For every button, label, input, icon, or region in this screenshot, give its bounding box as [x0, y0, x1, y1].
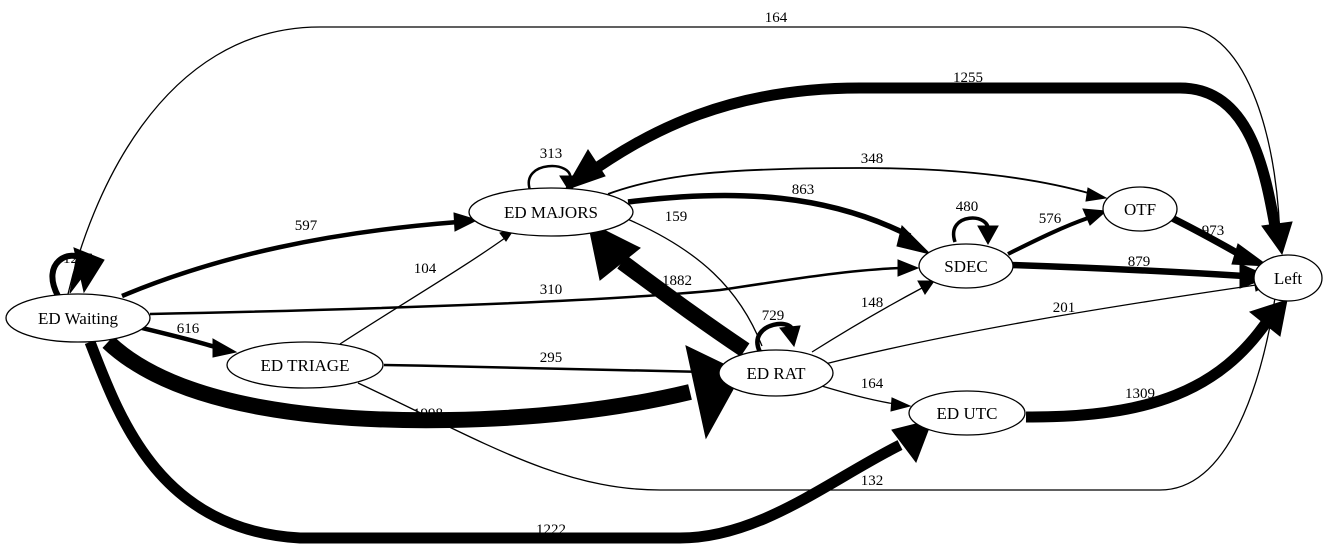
node-label-ed-utc: ED UTC	[937, 404, 998, 423]
edge-majors-sdec: 863	[627, 182, 932, 255]
edge-label-sdec-left: 879	[1128, 254, 1151, 270]
node-otf[interactable]: OTF	[1102, 186, 1178, 232]
node-label-ed-triage: ED TRIAGE	[261, 356, 350, 375]
edge-utc-left: 1309	[1025, 299, 1288, 423]
edge-waiting-sdec: 310	[149, 259, 920, 316]
edge-label-waiting-utc: 1222	[536, 522, 566, 538]
edge-label-waiting-rat: 1998	[413, 406, 443, 422]
node-ed-triage[interactable]: ED TRIAGE	[226, 341, 384, 389]
edge-label-triage-left: 132	[861, 473, 884, 489]
node-ed-rat[interactable]: ED RAT	[718, 349, 834, 397]
edge-rat-sdec: 148	[811, 280, 935, 353]
edge-triage-majors: 104	[339, 228, 516, 345]
node-label-ed-waiting: ED Waiting	[38, 309, 119, 328]
node-sdec[interactable]: SDEC	[918, 243, 1014, 289]
edge-waiting-utc: 1222	[84, 340, 933, 544]
edge-majors-majors: 313	[527, 146, 581, 193]
edge-label-waiting-waiting: 1276	[63, 251, 94, 267]
edge-label-majors-sdec: 863	[792, 182, 815, 198]
node-ed-waiting[interactable]: ED Waiting	[5, 293, 151, 343]
edge-label-sdec-sdec: 480	[956, 199, 979, 215]
edge-label-rat-majors: 1882	[662, 273, 692, 289]
edge-label-rat-left: 201	[1053, 300, 1076, 316]
node-label-left: Left	[1274, 269, 1303, 288]
edge-label-rat-rat: 729	[762, 308, 785, 324]
edge-label-rat-sdec: 148	[861, 295, 884, 311]
edge-rat-left: 201	[824, 278, 1272, 365]
edge-sdec-left: 879	[1011, 254, 1272, 289]
edge-label-rat-utc: 164	[861, 376, 884, 392]
node-ed-majors[interactable]: ED MAJORS	[468, 187, 634, 237]
edge-triage-left: 132	[357, 297, 1276, 491]
edge-waiting-left: 164	[67, 10, 1281, 295]
edge-rat-utc: 164	[814, 376, 912, 412]
edge-label-waiting-triage: 616	[177, 321, 200, 337]
edge-label-majors-majors: 313	[540, 146, 563, 162]
edge-label-majors-rat: 159	[665, 209, 688, 225]
edge-label-waiting-majors: 597	[295, 218, 318, 234]
edge-label-utc-left: 1309	[1125, 386, 1155, 402]
edge-waiting-rat: 1998	[102, 336, 743, 440]
node-left[interactable]: Left	[1253, 254, 1323, 302]
edge-label-majors-left: 1255	[953, 70, 983, 86]
edge-majors-rat: 159	[624, 209, 763, 347]
edge-sdec-sdec: 480	[951, 199, 999, 246]
node-ed-utc[interactable]: ED UTC	[908, 390, 1026, 436]
edge-rat-rat: 729	[755, 308, 801, 354]
edge-sdec-otf: 576	[1007, 208, 1108, 256]
edge-label-majors-otf: 348	[861, 151, 884, 167]
edge-label-waiting-sdec: 310	[540, 282, 563, 298]
edge-label-sdec-otf: 576	[1039, 211, 1062, 227]
node-label-otf: OTF	[1124, 200, 1156, 219]
edge-label-otf-left: 973	[1202, 223, 1225, 239]
node-label-ed-majors: ED MAJORS	[504, 203, 598, 222]
edge-waiting-triage: 616	[141, 321, 238, 358]
edge-majors-otf: 348	[607, 151, 1108, 202]
edge-waiting-majors: 597	[121, 212, 479, 299]
edge-triage-rat: 295	[383, 350, 724, 381]
edge-rat-majors: 1882	[587, 221, 750, 357]
node-label-ed-rat: ED RAT	[746, 364, 806, 383]
edge-label-triage-majors: 104	[414, 261, 437, 277]
edge-waiting-waiting: 1276	[49, 247, 105, 298]
edge-label-triage-rat: 295	[540, 350, 563, 366]
edge-otf-left: 973	[1170, 214, 1270, 267]
edge-label-waiting-left: 164	[765, 10, 788, 26]
node-label-sdec: SDEC	[944, 257, 987, 276]
